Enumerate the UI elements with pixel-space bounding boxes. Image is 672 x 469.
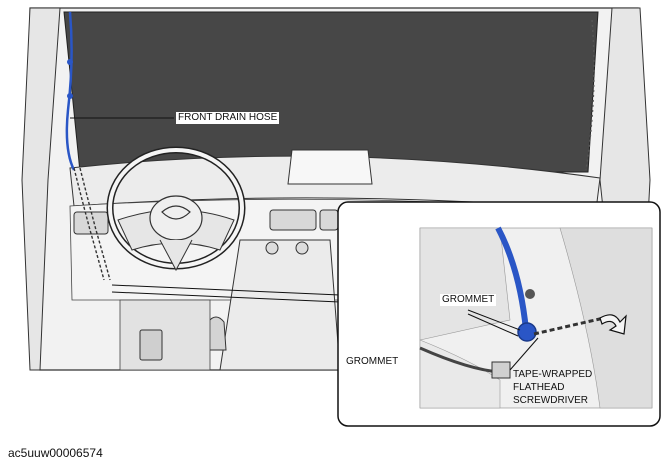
tool-label-line1: TAPE-WRAPPED: [513, 369, 593, 380]
left-a-pillar: [21, 7, 61, 371]
grommet-detail-label: GROMMET: [440, 294, 497, 306]
tool-label-line2: FLATHEAD: [513, 382, 565, 393]
grommet-location-leader: [111, 284, 341, 296]
control-knob: [265, 241, 279, 255]
control-knob: [295, 241, 309, 255]
detail-grommet: [517, 322, 537, 342]
footwell: [119, 299, 211, 371]
pry-direction-arrow: [599, 314, 627, 335]
drain-hose-hidden-path: [73, 167, 105, 281]
right-pillar-trim: [585, 19, 595, 171]
front-drain-hose: [65, 11, 76, 171]
right-air-vent: [319, 209, 339, 231]
screwdriver: [533, 316, 605, 336]
tool-label-line3: SCREWDRIVER: [513, 395, 589, 406]
detail-drain-hose: [495, 226, 529, 331]
steering-wheel: [106, 146, 246, 272]
center-air-vent: [269, 209, 317, 231]
grommet-detail-leader: [467, 309, 521, 331]
grommet-part-label: GROMMET: [346, 356, 399, 367]
document-id: ac5uuw00006574: [8, 446, 103, 460]
detail-connector: [491, 361, 511, 379]
center-console: [219, 239, 341, 371]
windshield: [63, 11, 599, 173]
center-display: [287, 149, 373, 185]
screwdriver-leader: [509, 337, 539, 371]
pedal: [139, 329, 163, 361]
left-air-vent: [73, 211, 109, 235]
front-drain-hose-label: FRONT DRAIN HOSE: [176, 112, 280, 124]
